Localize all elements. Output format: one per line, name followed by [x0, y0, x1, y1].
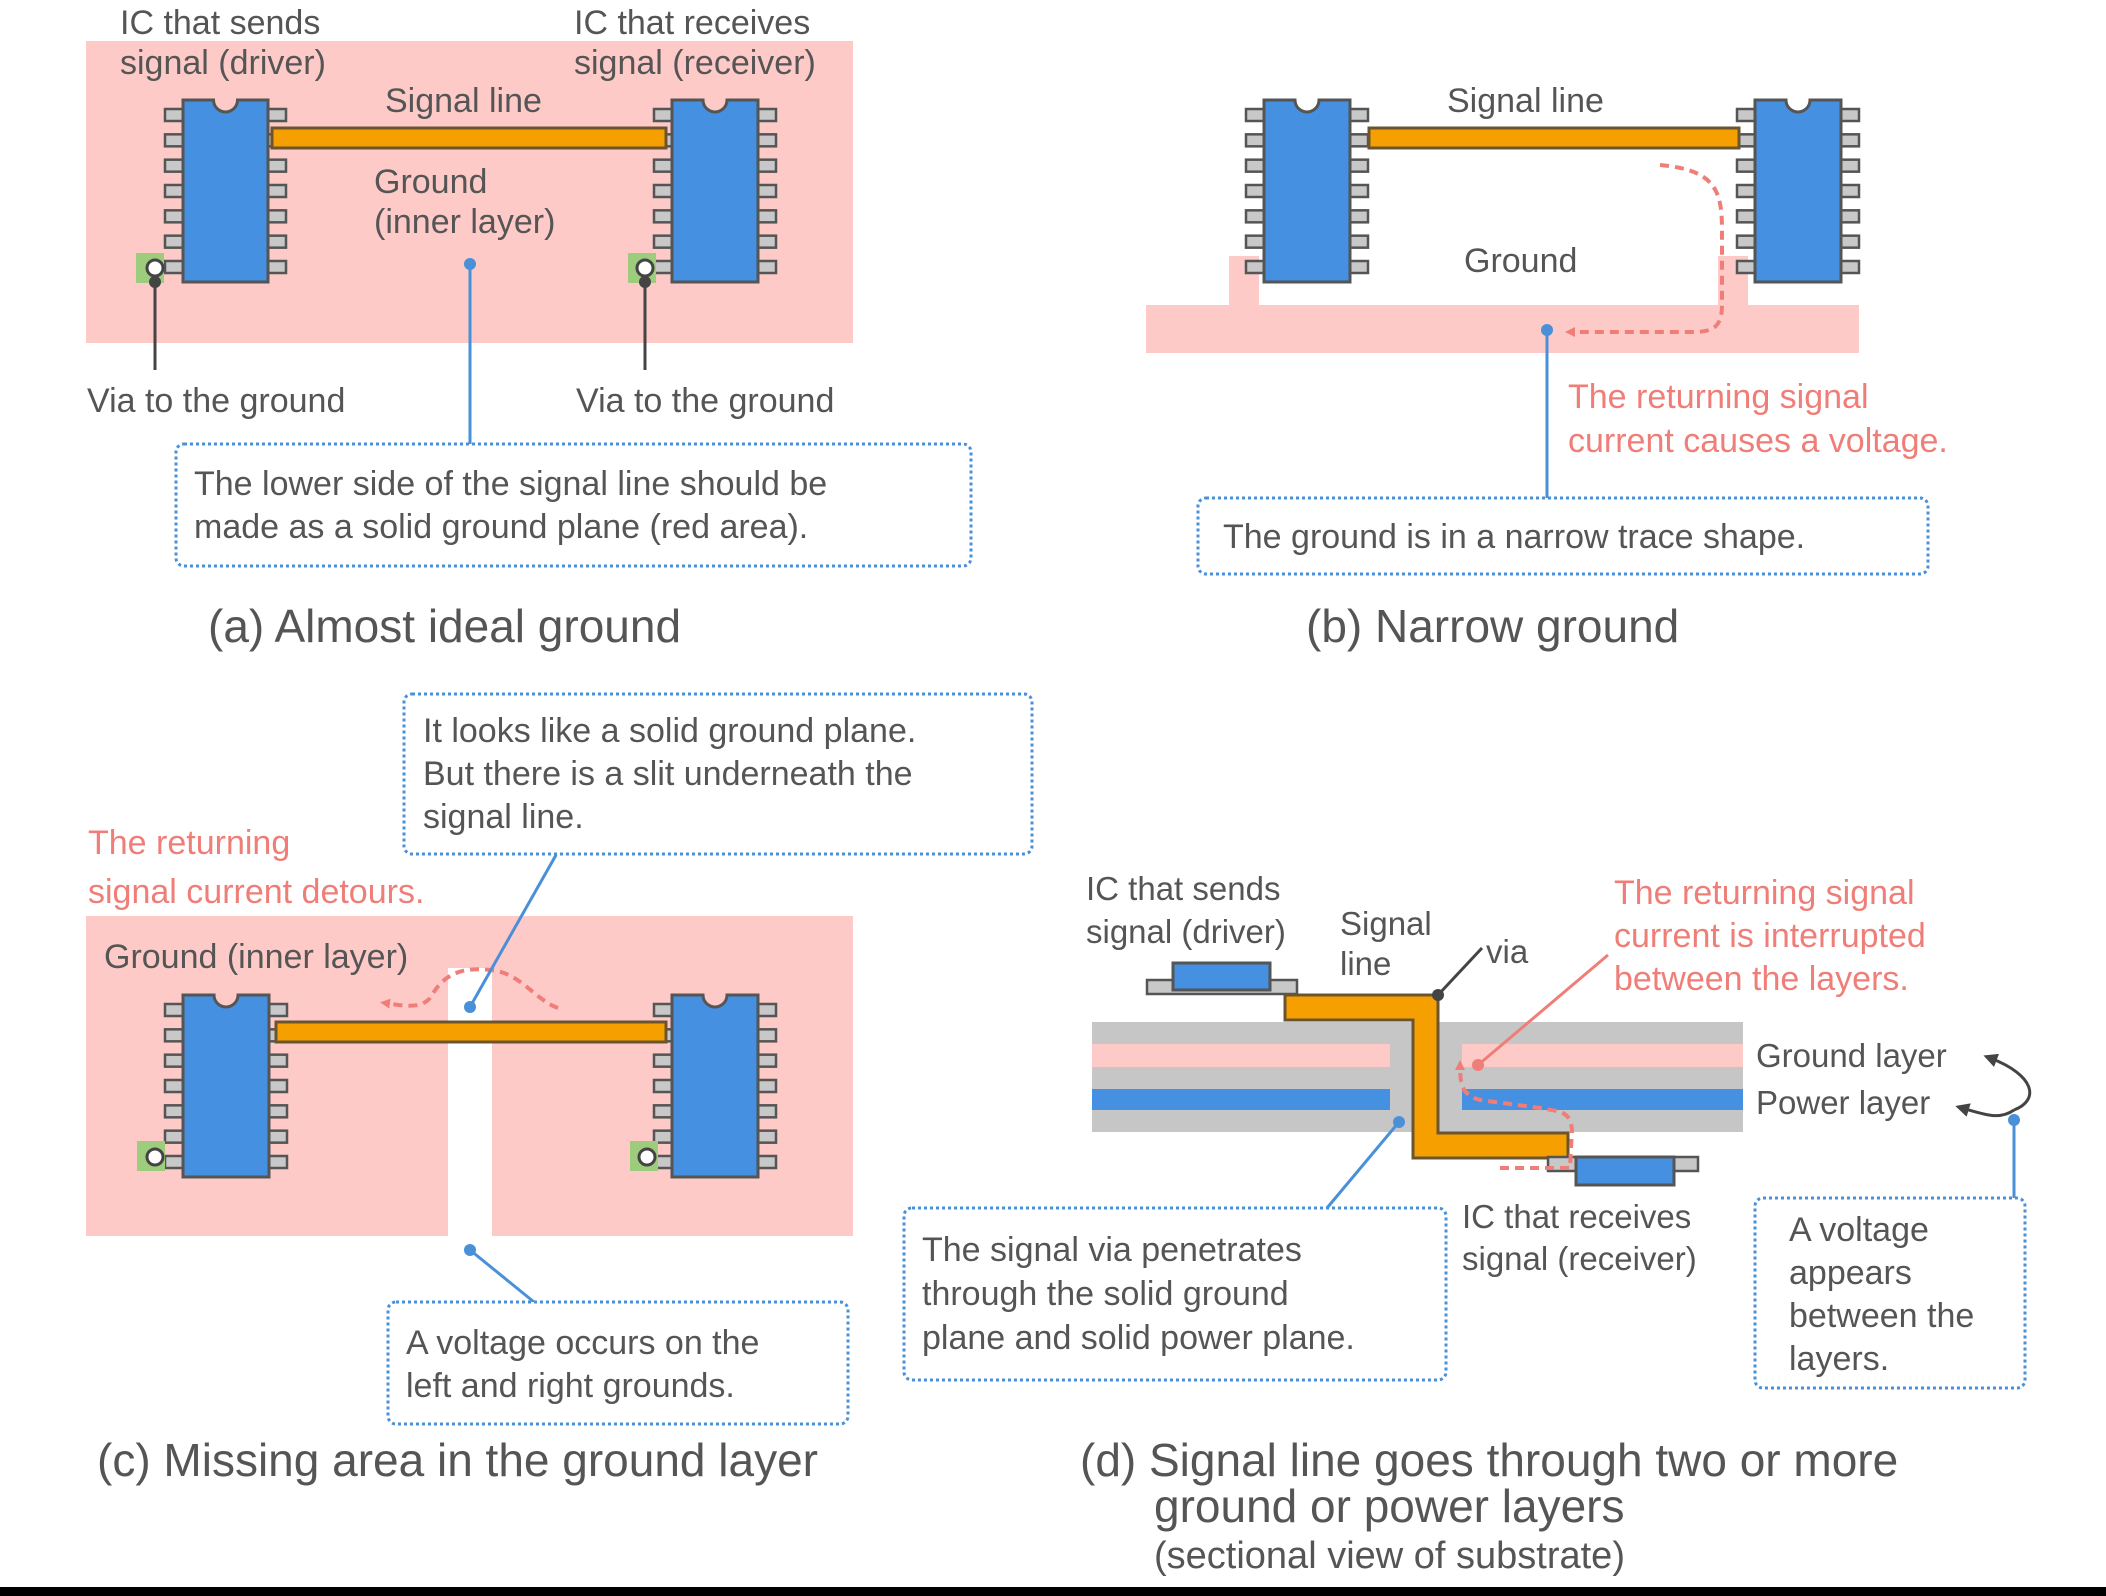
callout-top-c-2: But there is a slit underneath the — [423, 755, 913, 793]
callout-a-line-2: made as a solid ground plane (red area). — [194, 508, 808, 546]
return-current-detour-c — [380, 967, 559, 1010]
ground-label-b: Ground — [1464, 242, 1577, 280]
driver-label-d-2: signal (driver) — [1086, 913, 1286, 950]
return-note-c-1: The returning — [88, 824, 290, 862]
callout-voltage-d-2: appears — [1789, 1254, 1912, 1292]
ground-layer-left-d — [1092, 1044, 1390, 1067]
return-note-c-2: signal current detours. — [88, 873, 424, 911]
power-layer-label-d: Power layer — [1756, 1084, 1930, 1121]
panel-d: IC that sends signal (driver) Signal lin… — [902, 870, 2032, 1577]
callout-box-voltage-d — [1753, 1196, 2027, 1390]
via-right-c — [630, 1141, 658, 1171]
driver-label-a-2: signal (driver) — [120, 44, 326, 82]
driver-label-a-1: IC that sends — [120, 4, 320, 42]
callout-box-a — [174, 442, 973, 568]
callout-via-d-3: plane and solid power plane. — [922, 1319, 1355, 1357]
callout-via-d-2: through the solid ground — [922, 1275, 1289, 1313]
signal-line-label-b: Signal line — [1447, 82, 1604, 120]
callout-voltage-d-4: layers. — [1789, 1340, 1889, 1378]
via-left-c — [137, 1141, 165, 1171]
caption-d-sub: (sectional view of substrate) — [1154, 1535, 1625, 1577]
return-note-d-2: current is interrupted — [1614, 917, 1926, 955]
panel-b: Signal line Ground The returning signal … — [1146, 82, 1948, 652]
driver-ic-a — [163, 98, 288, 284]
callout-voltage-d-3: between the — [1789, 1297, 1974, 1335]
signal-line-label-d-1: Signal — [1340, 905, 1432, 942]
ground-bridge-c — [448, 916, 492, 968]
receiver-ic-c — [652, 993, 778, 1179]
return-note-leader-d — [1477, 953, 1609, 1067]
caption-b: (b) Narrow ground — [1306, 600, 1679, 652]
caption-d-2: ground or power layers — [1154, 1480, 1624, 1532]
panel-c: Ground (inner layer) The returning signa… — [86, 692, 1034, 1486]
arrow-to-power-layer-d — [1955, 1103, 2015, 1118]
ground-layer-right-d — [1462, 1044, 1743, 1067]
callout-top-c-1: It looks like a solid ground plane. — [423, 712, 916, 750]
via-left-label-a: Via to the ground — [87, 382, 345, 420]
via-right-a — [628, 253, 656, 370]
driver-ic-d — [1145, 961, 1299, 996]
signal-line-a — [270, 126, 668, 150]
receiver-label-a-1: IC that receives — [574, 4, 810, 42]
power-layer-right-d — [1462, 1089, 1743, 1110]
signal-line-b — [1367, 126, 1741, 150]
callout-box-top-c — [402, 692, 1034, 856]
arrow-to-ground-layer-d — [1983, 1053, 2032, 1112]
driver-ic-c — [163, 993, 289, 1179]
ic-body — [1753, 98, 1843, 284]
callout-a-line-1: The lower side of the signal line should… — [194, 465, 827, 503]
receiver-ic-b — [1735, 98, 1861, 284]
return-note-d-1: The returning signal — [1614, 874, 1915, 912]
callout-b: The ground is in a narrow trace shape. — [1223, 518, 1805, 556]
ground-label-a-1: Ground — [374, 163, 487, 201]
receiver-ic-a — [652, 98, 778, 284]
signal-line-c — [274, 1020, 668, 1044]
receiver-label-d-2: signal (receiver) — [1462, 1240, 1697, 1277]
callout-box-b — [1196, 496, 1930, 576]
ground-trace-b — [1146, 305, 1859, 353]
callout-box-bottom-c — [386, 1300, 850, 1426]
signal-line-label-d-2: line — [1340, 945, 1391, 982]
callout-top-c-3: signal line. — [423, 798, 584, 836]
panel-a: IC that sends signal (driver) IC that re… — [86, 4, 973, 652]
caption-c: (c) Missing area in the ground layer — [97, 1434, 818, 1486]
ground-layer-label-d: Ground layer — [1756, 1037, 1947, 1074]
power-layer-left-d — [1092, 1089, 1390, 1110]
ic-body — [181, 98, 270, 284]
ground-label-c: Ground (inner layer) — [104, 938, 408, 976]
callout-voltage-d-1: A voltage — [1789, 1211, 1929, 1249]
ic-body — [670, 98, 760, 284]
caption-d-1: (d) Signal line goes through two or more — [1080, 1434, 1898, 1486]
callout-bottom-c-1: A voltage occurs on the — [406, 1324, 759, 1362]
return-note-b-1: The returning signal — [1568, 378, 1869, 416]
via-leader-d — [1436, 946, 1484, 997]
signal-line-label-a: Signal line — [385, 82, 542, 120]
receiver-label-d-1: IC that receives — [1462, 1198, 1691, 1235]
leader-line-bottom-c — [469, 1248, 535, 1304]
receiver-ic-d — [1546, 1155, 1700, 1187]
driver-label-d-1: IC that sends — [1086, 870, 1280, 907]
bottom-bar — [0, 1587, 2106, 1596]
driver-ic-b — [1244, 98, 1370, 284]
return-current-path-b — [1565, 163, 1724, 337]
ic-body — [1262, 98, 1352, 284]
caption-a: (a) Almost ideal ground — [208, 600, 681, 652]
ground-label-a-2: (inner layer) — [374, 203, 555, 241]
return-note-b-2: current causes a voltage. — [1568, 422, 1948, 460]
via-right-label-a: Via to the ground — [576, 382, 834, 420]
ic-body — [670, 993, 760, 1179]
callout-via-d-1: The signal via penetrates — [922, 1231, 1302, 1269]
return-current-path-d — [1455, 1060, 1575, 1170]
via-left-a — [136, 253, 165, 370]
leader-line-via-d — [1325, 1121, 1401, 1209]
receiver-label-a-2: signal (receiver) — [574, 44, 816, 82]
return-note-d-3: between the layers. — [1614, 960, 1909, 998]
callout-bottom-c-2: left and right grounds. — [406, 1367, 735, 1405]
via-label-d: via — [1486, 933, 1529, 970]
leader-dot-top-c — [464, 1001, 476, 1013]
ic-body — [181, 993, 271, 1179]
leader-line-top-c — [468, 854, 558, 1008]
callout-box-via-d — [902, 1206, 1448, 1382]
